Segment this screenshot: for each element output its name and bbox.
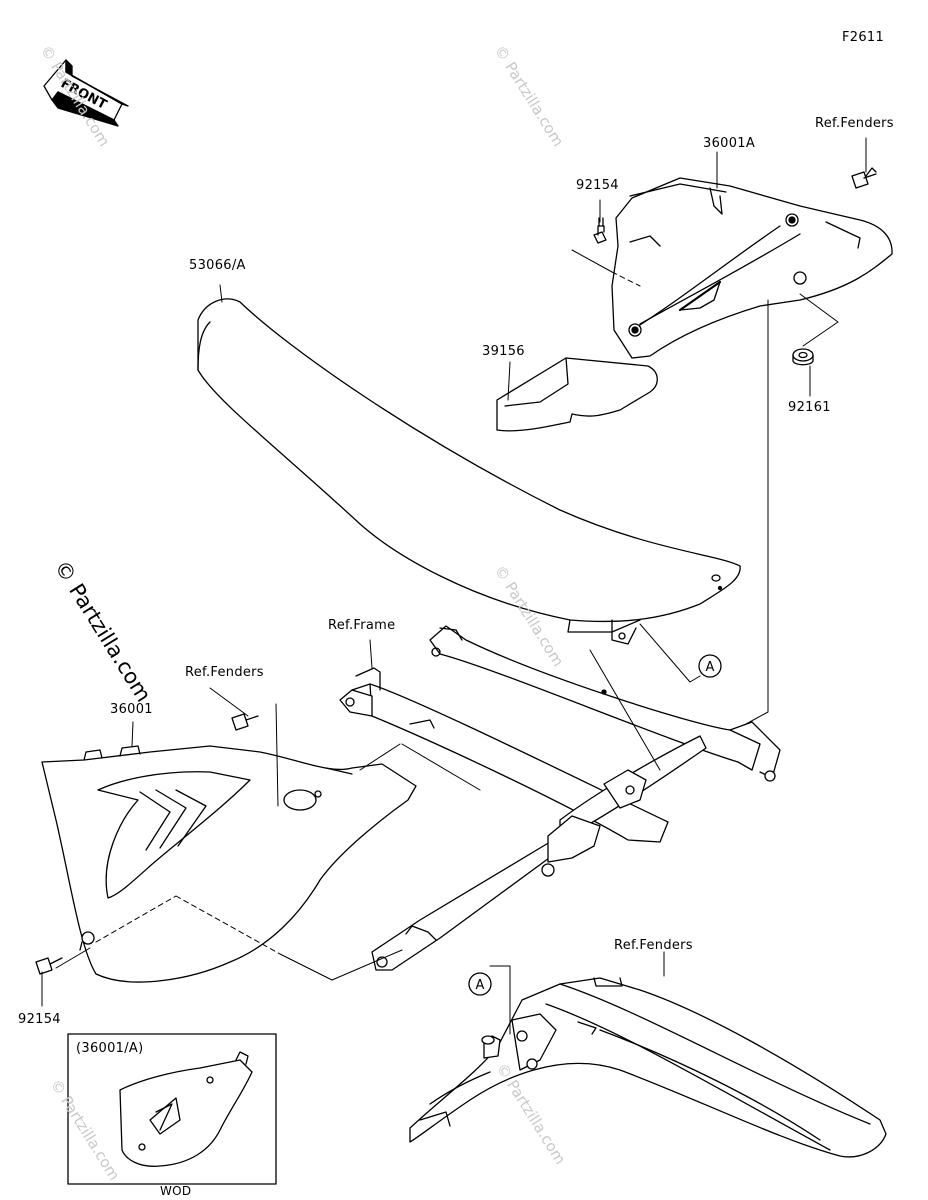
grommet-part-92161: [792, 348, 814, 366]
pad-part-39156: [496, 357, 658, 432]
inset-box-36001a: [67, 1033, 277, 1185]
svg-text:A: A: [476, 978, 485, 993]
bolt-icon: [35, 957, 63, 975]
label-part-36001: 36001: [110, 702, 153, 717]
subframe-ref-frame: [339, 625, 781, 971]
front-arrow-icon: FRONT: [43, 59, 129, 127]
inset-footer: WOD: [160, 1184, 192, 1198]
label-part-53066a: 53066/A: [189, 258, 246, 273]
rear-fender-ref-fenders: [409, 977, 887, 1158]
label-ref-fenders-top: Ref.Fenders: [815, 116, 894, 131]
bolt-icon: [851, 167, 877, 189]
label-part-92154-bottom: 92154: [18, 1012, 61, 1027]
label-part-92154-top: 92154: [576, 178, 619, 193]
leader-lines: [41, 137, 867, 1035]
side-cover-part-36001: [41, 745, 417, 983]
side-cover-part-36001a: [611, 177, 893, 359]
label-part-92161: 92161: [788, 400, 831, 415]
seat-part-53066a: [197, 298, 741, 645]
inset-caption: (36001/A): [76, 1041, 144, 1056]
diagram-code: F2611: [842, 30, 885, 45]
svg-text:A: A: [706, 660, 715, 675]
ref-circle-a: A: [468, 972, 492, 996]
label-ref-fenders-bottom: Ref.Fenders: [614, 938, 693, 953]
bolt-icon: [593, 217, 607, 244]
label-part-39156: 39156: [482, 344, 525, 359]
label-ref-fenders-left: Ref.Fenders: [185, 665, 264, 680]
label-part-36001a: 36001A: [703, 136, 756, 151]
ref-circle-a: A: [698, 654, 722, 678]
label-ref-frame: Ref.Frame: [328, 618, 396, 633]
bolt-icon: [231, 713, 259, 731]
